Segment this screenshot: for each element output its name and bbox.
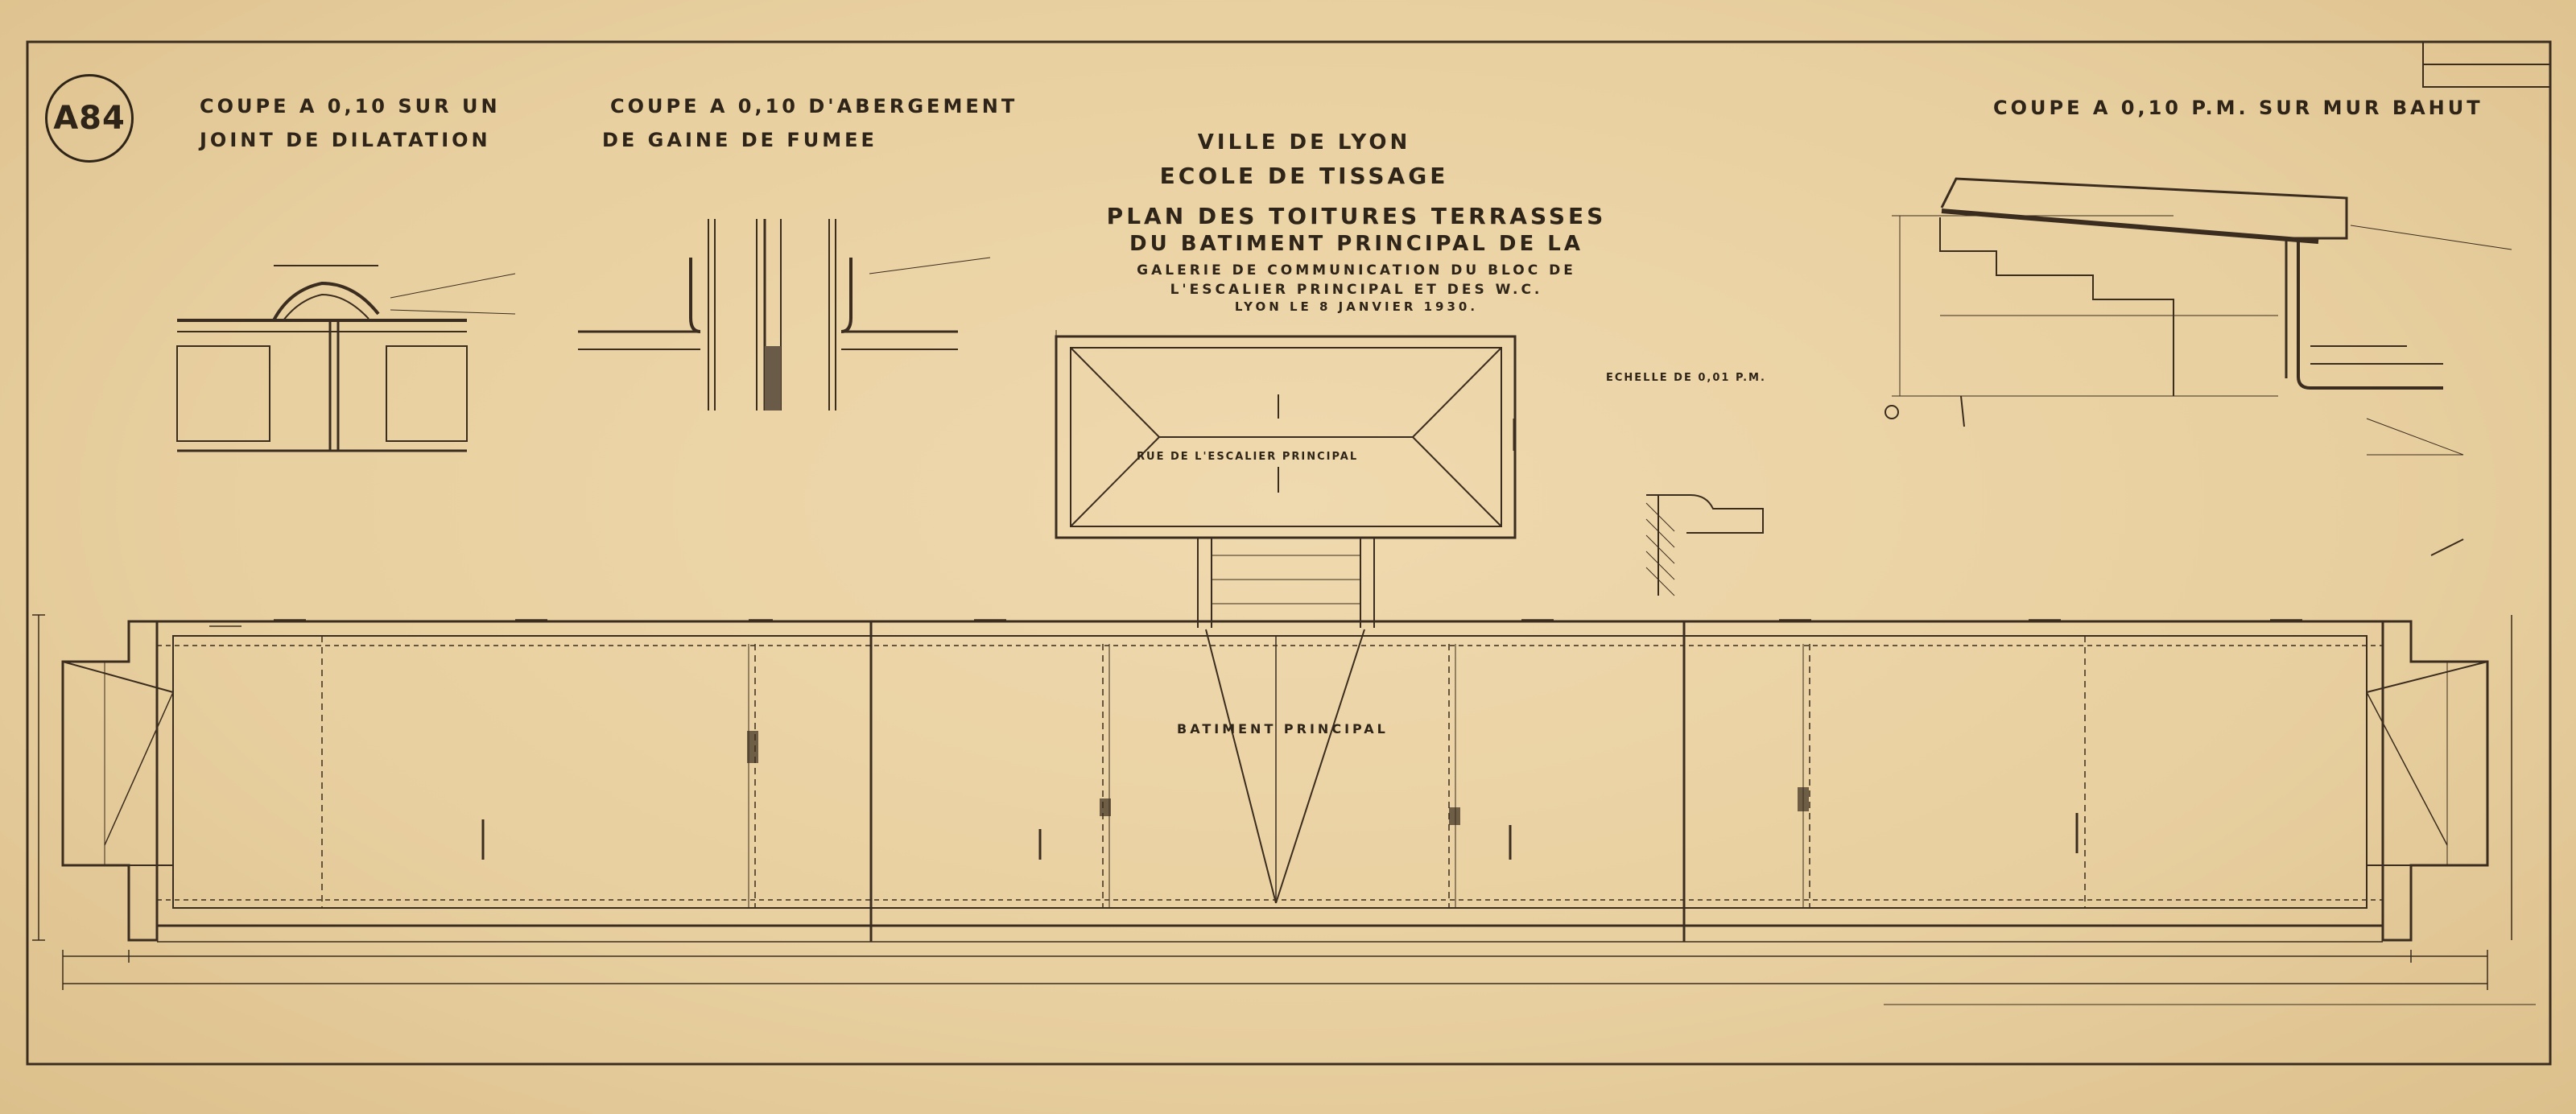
gallery-plan (1197, 538, 1375, 628)
stair-roof-label: RUE DE L'ESCALIER PRINCIPAL (1137, 451, 1359, 463)
plan-date: LYON LE 8 JANVIER 1930. (1234, 299, 1479, 314)
parapet-wall-detail (1892, 177, 2512, 456)
sheet-number: A84 (45, 74, 134, 163)
flashing-title-line1: COUPE A 0,10 D'ABERGEMENT (610, 95, 1018, 118)
flashing-title-line2: DE GAINE DE FUMEE (602, 129, 877, 151)
plan-title: PLAN DES TOITURES TERRASSES (1106, 203, 1607, 229)
scale-note: ECHELLE DE 0,01 P.M. (1606, 372, 1766, 384)
dimension-lines (32, 614, 2536, 1005)
chimney-flashing-detail (578, 219, 991, 411)
main-building-roof-plan (61, 619, 2489, 943)
school-title: ECOLE DE TISSAGE (1159, 163, 1449, 189)
city-title: VILLE DE LYON (1197, 130, 1411, 155)
sheet-border (26, 40, 2552, 1066)
moulding-detail (1645, 494, 1764, 596)
expansion-joint-detail (176, 265, 516, 452)
main-building-label: BATIMENT PRINCIPAL (1177, 721, 1389, 736)
plan-subtitle-line2: GALERIE DE COMMUNICATION DU BLOC DE (1137, 262, 1576, 278)
expansion-joint-title-line2: JOINT DE DILATATION (200, 129, 491, 151)
expansion-joint-title-line1: COUPE A 0,10 SUR UN (200, 95, 501, 118)
stair-roof-plan (1055, 330, 1517, 539)
parapet-section-title: COUPE A 0,10 P.M. SUR MUR BAHUT (1993, 97, 2483, 119)
plan-subtitle-line1: DU BATIMENT PRINCIPAL DE LA (1129, 232, 1583, 256)
plan-subtitle-line3: L'ESCALIER PRINCIPAL ET DES W.C. (1170, 282, 1543, 298)
